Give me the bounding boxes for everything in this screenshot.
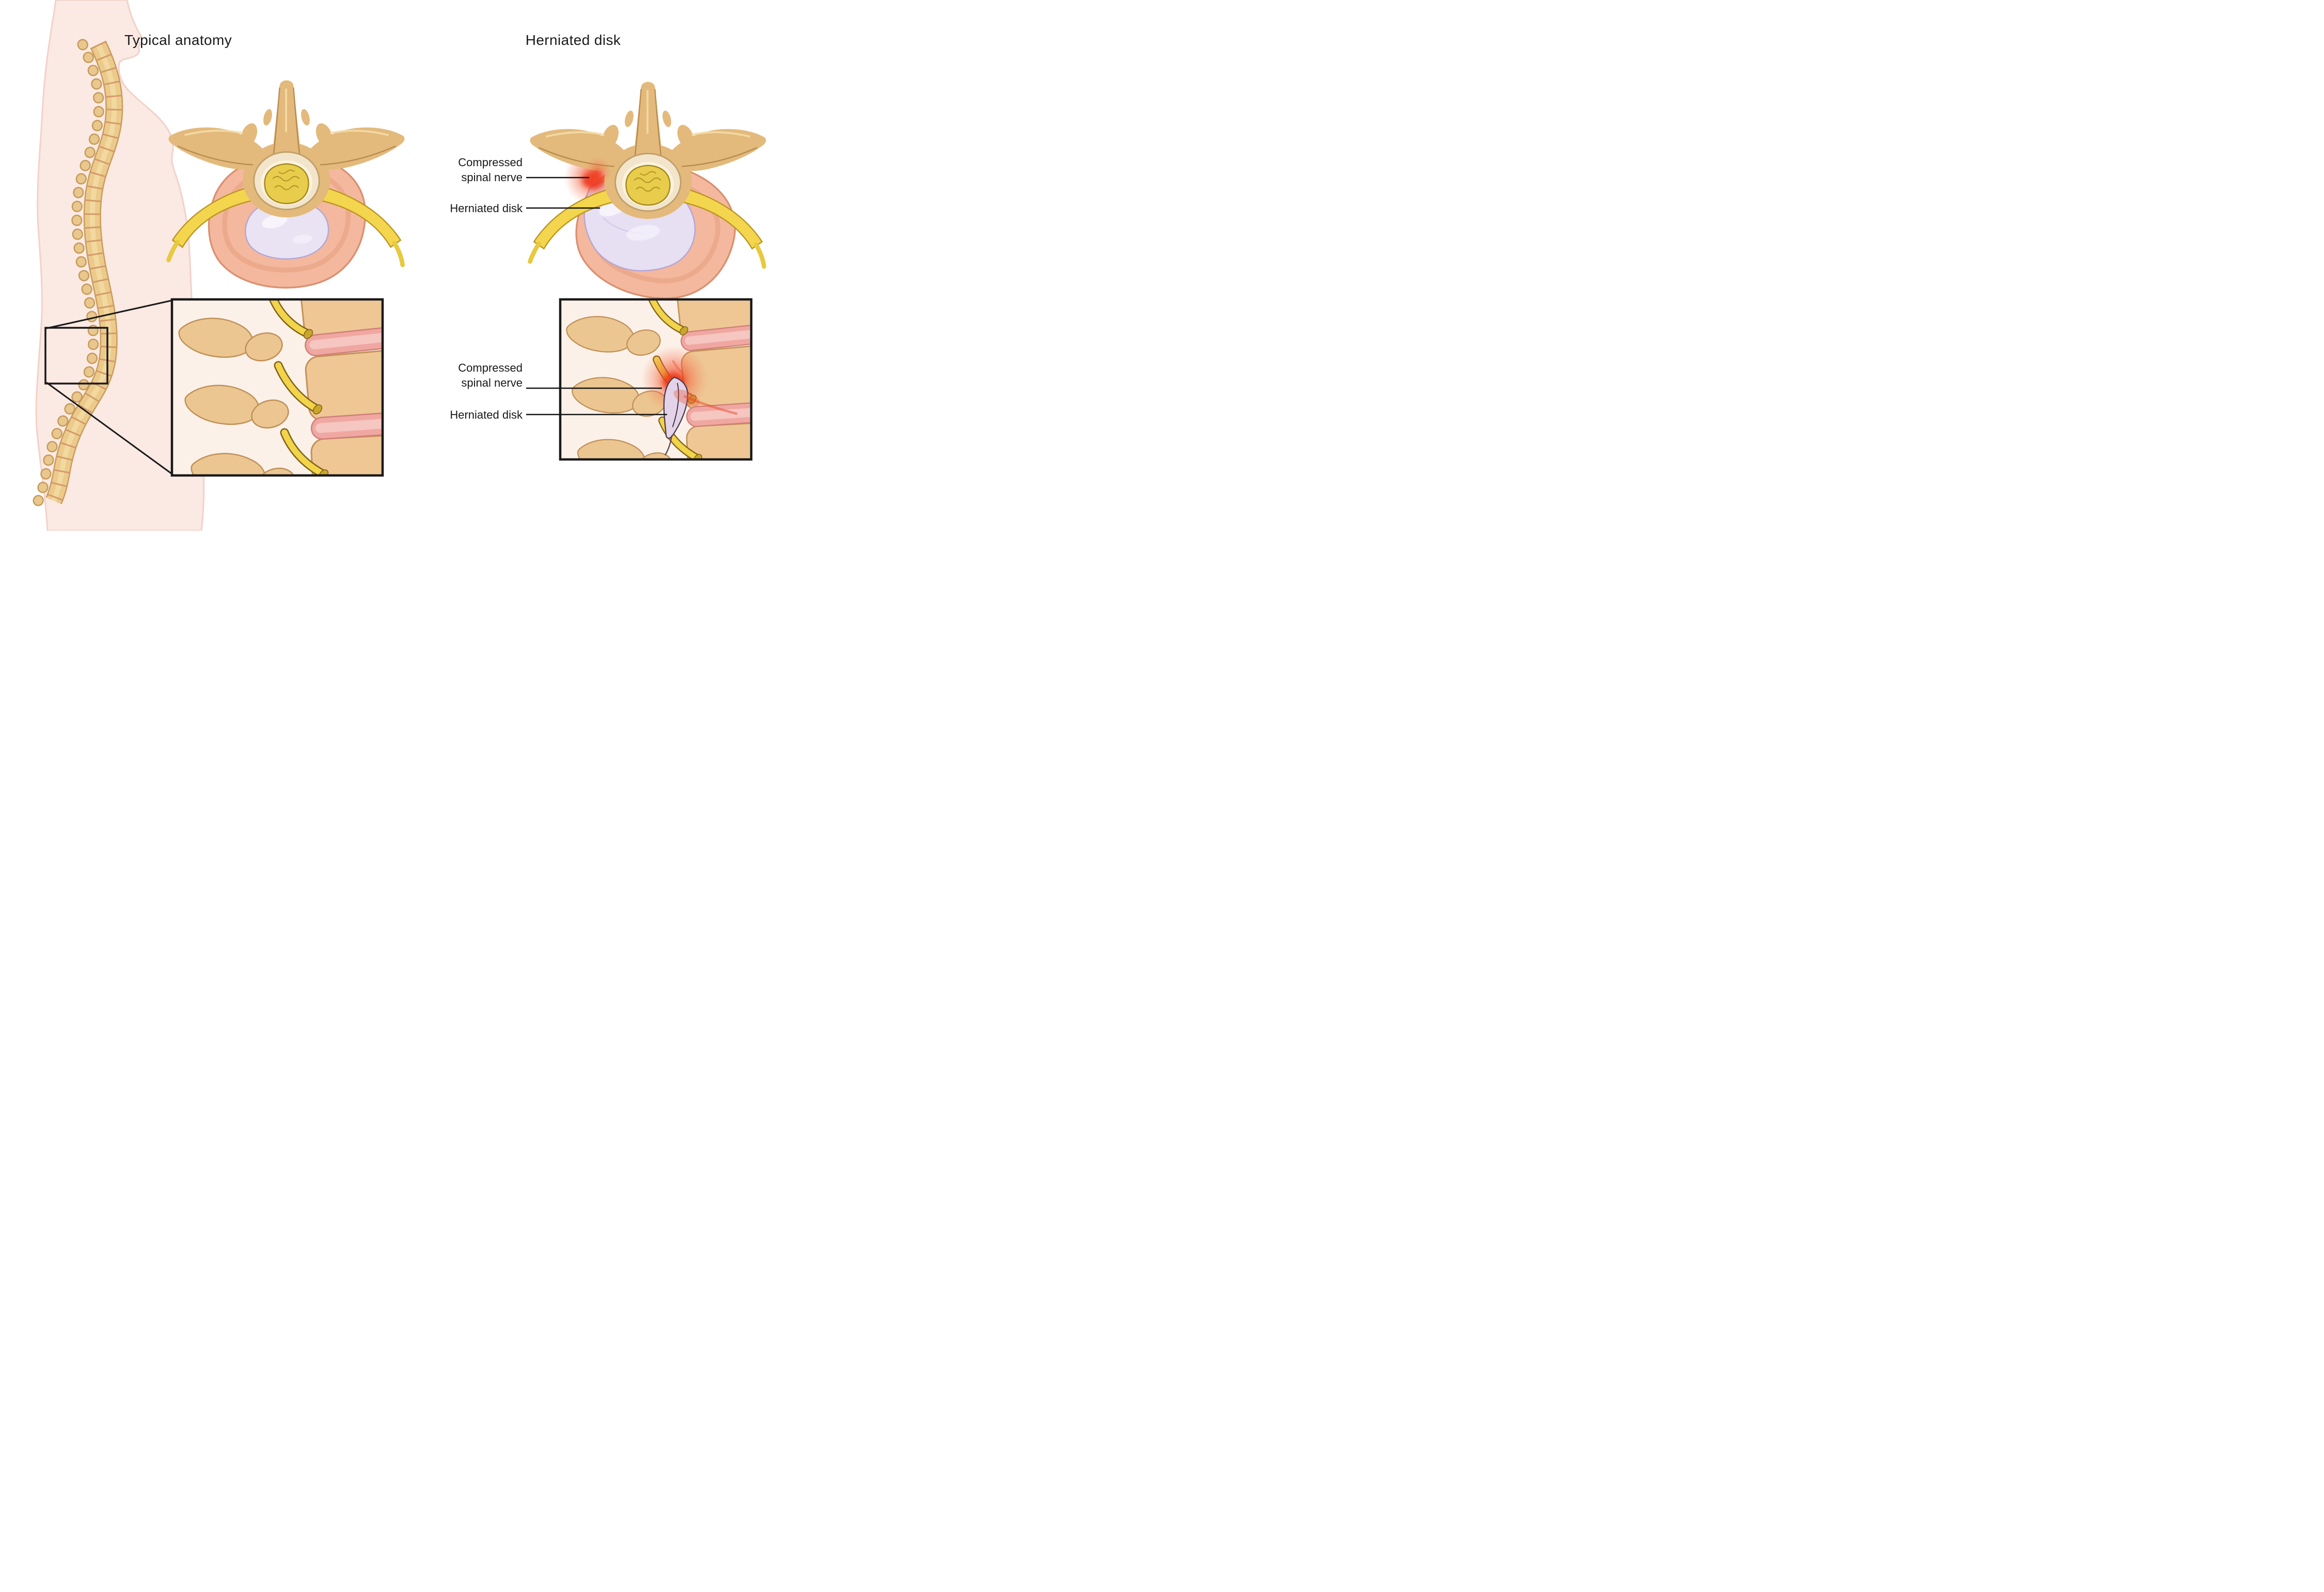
right-panel-title: Herniated disk [525, 32, 621, 48]
label-axial-herniated-disk: Herniated disk [450, 202, 523, 215]
herniation-extrusion [663, 376, 688, 439]
inset-border-right [559, 298, 753, 461]
axial-view-normal [166, 80, 405, 289]
spine-sagittal [33, 39, 123, 506]
spinal-nerve-roots [528, 183, 766, 269]
lateral-inset-herniated [560, 273, 774, 487]
torso-silhouette [33, 0, 205, 531]
connector-line-top [46, 299, 172, 329]
magnifier-links [44, 299, 172, 475]
spinal-nerve-roots [166, 182, 405, 267]
spinal-cord [264, 163, 309, 204]
left-panel-title: Typical anatomy [124, 32, 232, 48]
medical-diagram-page: Typical anatomy Herniated disk Compresse… [0, 0, 774, 531]
label-pointer-lines [526, 177, 667, 416]
magnifier-rectangle [44, 327, 108, 385]
connector-line-bottom [46, 381, 172, 475]
illustration-canvas [33, 0, 774, 531]
label-lateral-compressed-spinal-nerve: Compressed spinal nerve [458, 361, 523, 389]
axial-view-herniated [528, 82, 766, 299]
spinal-cord [625, 165, 671, 206]
inset-border-left [170, 298, 384, 477]
label-axial-compressed-spinal-nerve: Compressed spinal nerve [458, 156, 523, 184]
label-lateral-herniated-disk: Herniated disk [450, 408, 523, 421]
